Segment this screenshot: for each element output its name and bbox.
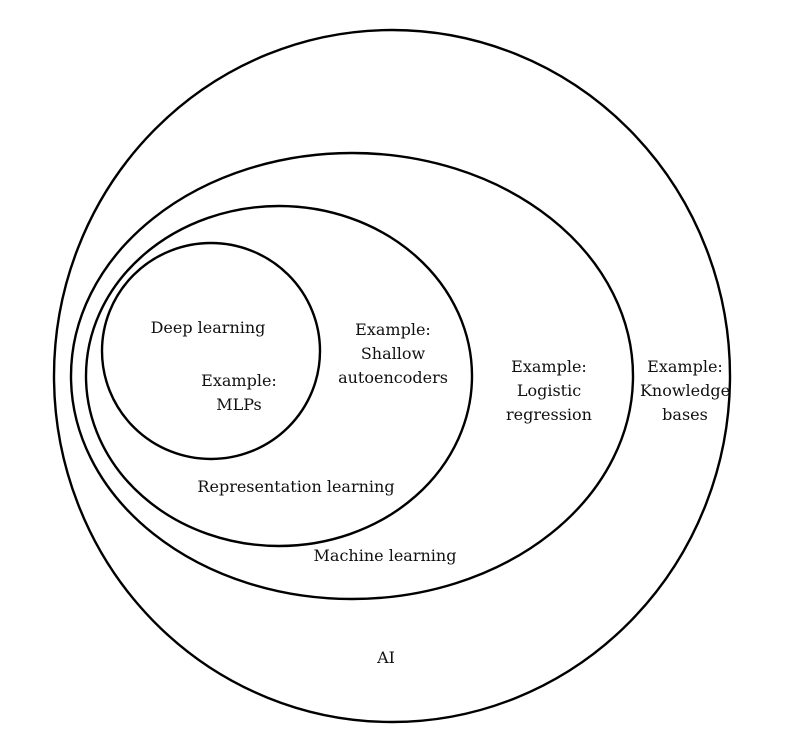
deep-learning-set-boundary (100, 241, 322, 461)
representation-learning-example-line: Example: (355, 320, 431, 339)
ai-set-boundary (52, 28, 732, 724)
representation-learning-label-text: Representation learning (197, 477, 395, 496)
ai-label: AI (377, 646, 395, 670)
machine-learning-label: Machine learning (314, 544, 457, 568)
deep-learning-example-line: Example: (201, 371, 277, 390)
machine-learning-example: Example: Logistic regression (506, 355, 592, 427)
representation-learning-example: Example: Shallow autoencoders (338, 318, 448, 390)
ai-example-line: Knowledge (639, 381, 731, 400)
machine-learning-example-line: Logistic (516, 381, 582, 400)
deep-learning-label: Deep learning (151, 316, 266, 340)
ai-example-line: bases (662, 405, 708, 424)
representation-learning-label: Representation learning (197, 475, 394, 499)
ai-example: Example: Knowledge bases (640, 355, 730, 427)
machine-learning-example-line: Example: (511, 357, 587, 376)
machine-learning-set-boundary (69, 151, 635, 601)
machine-learning-label-text: Machine learning (313, 546, 457, 565)
representation-learning-example-line: Shallow (360, 344, 426, 363)
machine-learning-example-line: regression (506, 405, 592, 424)
deep-learning-example: Example: MLPs (201, 369, 277, 417)
ai-label-text: AI (377, 648, 395, 667)
deep-learning-example-line: MLPs (216, 395, 262, 414)
representation-learning-example-line: autoencoders (338, 368, 448, 387)
ai-example-line: Example: (647, 357, 723, 376)
representation-learning-set-boundary (84, 204, 474, 548)
deep-learning-label-text: Deep learning (150, 318, 266, 337)
